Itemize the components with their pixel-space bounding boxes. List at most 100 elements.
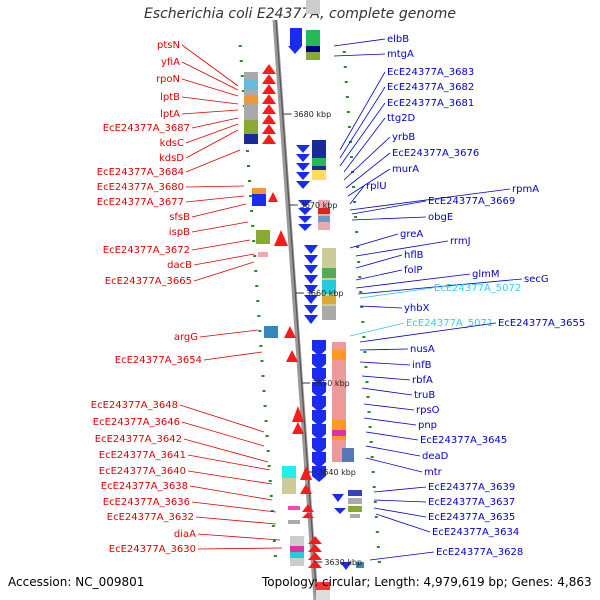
minus-strand-arrow <box>312 448 326 454</box>
left-gene-label: EcE24377A_3665 <box>105 276 192 287</box>
gene-class-bar <box>244 96 258 104</box>
left-track-dot <box>252 240 256 242</box>
left-gene-label: kdsC <box>160 138 184 149</box>
left-gene-label: yfiA <box>161 57 180 68</box>
plus-strand-arrow <box>262 134 276 144</box>
gene-class-bar <box>342 448 354 462</box>
plus-strand-arrow <box>292 406 304 422</box>
right-leader-line <box>373 486 427 493</box>
right-gene-label: rrmJ <box>450 236 471 247</box>
right-leader-line <box>355 269 403 281</box>
right-gene-label: EcE24377A_3682 <box>387 82 474 93</box>
gene-block <box>312 438 326 448</box>
left-track-dot <box>261 375 265 377</box>
right-gene-label: EcE24377A_3628 <box>436 547 523 558</box>
right-track-dot <box>364 366 368 368</box>
left-gene-label: EcE24377A_3632 <box>107 512 194 523</box>
left-track-dot <box>239 60 243 62</box>
gene-class-bar <box>252 188 266 194</box>
plus-strand-arrow <box>308 544 322 552</box>
plus-strand-arrow <box>302 512 314 518</box>
gene-class-bar <box>318 216 330 222</box>
right-track-dot <box>345 96 349 98</box>
right-gene-label: obgE <box>428 212 453 223</box>
left-leader-line <box>181 109 239 115</box>
right-leader-line <box>365 457 423 473</box>
right-track-dot <box>359 291 363 293</box>
right-gene-label: elbB <box>387 34 409 45</box>
minus-strand-arrow <box>298 208 312 215</box>
left-gene-label: EcE24377A_3680 <box>97 182 184 193</box>
left-leader-line <box>185 149 241 173</box>
minus-strand-arrow <box>304 295 318 304</box>
gene-class-bar <box>256 230 270 244</box>
left-gene-label: ispB <box>169 227 190 238</box>
right-track-dot <box>367 411 371 413</box>
left-track-dot <box>265 435 269 437</box>
minus-strand-arrow <box>312 462 326 468</box>
right-track-dot <box>352 186 356 188</box>
left-gene-label: argG <box>174 332 198 343</box>
right-gene-label: yrbB <box>392 132 415 143</box>
left-leader-line <box>197 547 283 550</box>
left-leader-line <box>181 421 265 447</box>
right-gene-label: folP <box>404 265 422 276</box>
gene-class-bar <box>290 28 302 46</box>
right-track-dot <box>375 531 379 533</box>
plus-strand-arrow <box>308 552 322 560</box>
left-track-dot <box>262 390 266 392</box>
right-leader-line <box>349 322 405 337</box>
right-gene-label: secG <box>524 274 549 285</box>
right-gene-label: EcE24377A_3676 <box>392 148 479 159</box>
left-track-dot <box>263 405 267 407</box>
minus-strand-arrow <box>296 172 310 180</box>
backbone-line <box>272 19 319 600</box>
right-leader-line <box>343 117 386 173</box>
right-leader-line <box>339 102 386 167</box>
left-gene-label: ptsN <box>157 40 180 51</box>
minus-strand-arrow <box>332 494 344 502</box>
minus-strand-arrow <box>340 562 352 570</box>
right-track-dot <box>372 486 376 488</box>
gene-class-bar <box>350 514 360 518</box>
minus-strand-arrow <box>296 154 310 162</box>
left-leader-line <box>203 351 263 361</box>
gene-class-bar <box>312 170 326 180</box>
left-track-dot <box>271 525 275 527</box>
left-gene-label: diaA <box>174 529 196 540</box>
right-gene-label: EcE24377A_5071 <box>406 318 493 329</box>
left-gene-label: sfsB <box>169 212 190 223</box>
minus-strand-arrow <box>304 245 318 254</box>
right-gene-label: ttg2D <box>387 113 416 124</box>
left-leader-line <box>185 185 245 188</box>
plus-strand-arrow <box>262 94 276 104</box>
right-leader-line <box>363 417 417 426</box>
right-gene-label: EcE24377A_3681 <box>387 98 474 109</box>
gene-class-bar <box>244 80 258 90</box>
gene-class-bar <box>252 194 266 206</box>
left-leader-line <box>181 96 239 105</box>
minus-strand-arrow <box>334 508 346 514</box>
left-gene-label: EcE24377A_3638 <box>101 481 188 492</box>
genome-title: Escherichia coli E24377A, complete genom… <box>143 6 457 22</box>
gene-class-bar <box>306 46 320 56</box>
right-track-dot <box>343 66 347 68</box>
right-track-dot <box>344 81 348 83</box>
gene-class-bar <box>332 350 346 360</box>
gene-class-bar <box>318 208 330 214</box>
left-leader-line <box>191 203 247 218</box>
right-leader-line <box>359 348 409 351</box>
left-gene-label: EcE24377A_3646 <box>93 417 180 428</box>
left-track-dot <box>272 540 276 542</box>
right-gene-label: hflB <box>404 250 424 261</box>
right-track-dot <box>373 501 377 503</box>
left-track-dot <box>241 90 245 92</box>
plus-strand-arrow <box>262 124 276 134</box>
gene-class-bar <box>316 590 330 600</box>
plus-strand-arrow <box>308 536 322 544</box>
left-leader-line <box>181 61 239 91</box>
plus-strand-arrow <box>262 114 276 124</box>
minus-strand-arrow <box>298 224 312 231</box>
gene-class-bar <box>322 296 336 304</box>
